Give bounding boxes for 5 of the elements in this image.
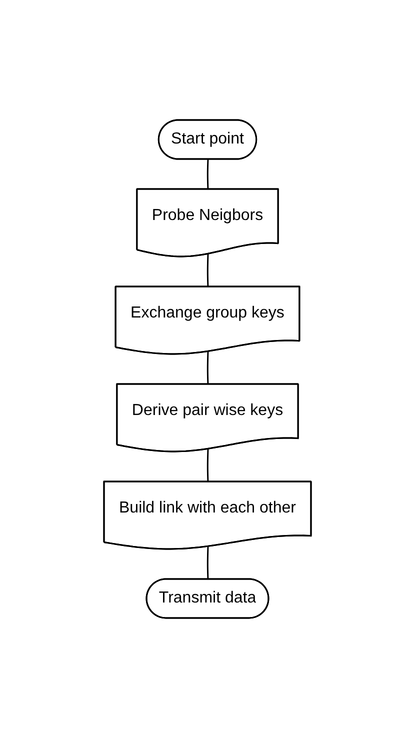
connector [206,352,208,385]
connector [206,160,208,190]
connector [206,449,208,482]
connector [206,254,208,288]
connector [206,546,208,580]
